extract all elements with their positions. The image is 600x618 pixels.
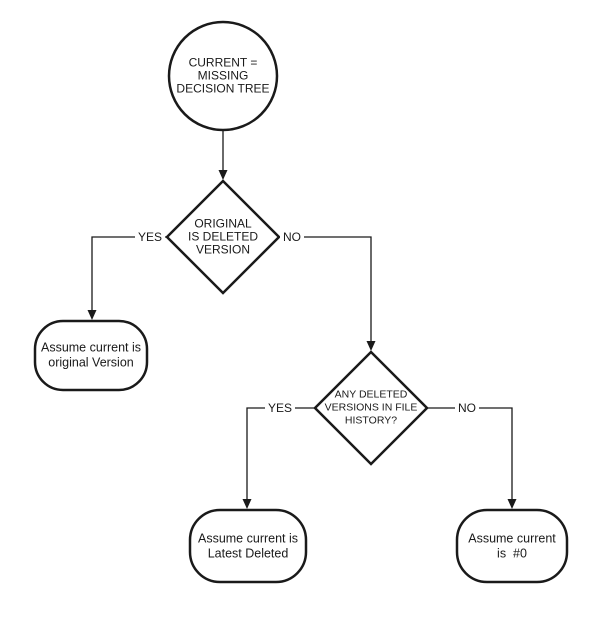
arrowhead-into-decision1: [218, 170, 228, 180]
start-circle-shape: [167, 20, 279, 132]
arrowhead-into-terminal-original: [87, 310, 97, 320]
arrowhead-into-terminal-version-zero: [507, 499, 517, 509]
arrowhead-into-decision2: [366, 341, 376, 351]
edge-decision1-no: [279, 236, 372, 343]
edge-decision2-no: [427, 407, 513, 501]
edge-decision1-yes: [91, 236, 167, 312]
terminal-latest-deleted-shape: [188, 508, 308, 584]
arrowhead-into-terminal-latest-deleted: [242, 499, 252, 509]
decision2-diamond-shape: [313, 350, 429, 466]
edge-decision2-yes: [246, 407, 315, 501]
terminal-original-shape: [33, 319, 149, 392]
decision1-diamond-shape: [165, 179, 281, 295]
terminal-version-zero-shape: [455, 508, 569, 584]
